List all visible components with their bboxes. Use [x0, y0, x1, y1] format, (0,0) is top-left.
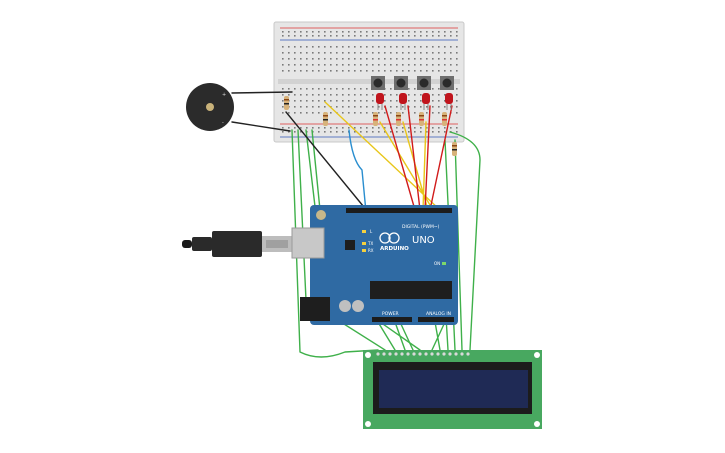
wire-yellow-4: [422, 121, 427, 211]
digital-header-label: DIGITAL (PWM~): [402, 224, 440, 230]
arduino-uno: ARDUINO UNO DIGITAL (PWM~) POWER ANALOG …: [291, 205, 458, 325]
wire-yellow-1: [324, 101, 441, 211]
wire-black-1: [231, 91, 293, 94]
pushbutton-4: [440, 76, 454, 90]
wire-green-9: [399, 321, 414, 351]
pushbutton-3: [417, 76, 431, 90]
pushbuttons: [371, 76, 454, 90]
wire-red-3: [424, 105, 431, 211]
led-l-label: L: [370, 229, 373, 234]
wire-green-12: [434, 321, 441, 351]
resistors: [284, 96, 457, 156]
led-2: [399, 93, 407, 110]
pushbutton-1: [371, 76, 385, 90]
resistor-2: [323, 112, 328, 126]
arduino-brand-label: ARDUINO: [380, 246, 409, 252]
wire-red-4: [429, 105, 453, 211]
wire-green-6: [454, 139, 463, 351]
resistor-4: [396, 112, 401, 126]
resistor-5: [419, 112, 424, 126]
usb-cable: [182, 231, 292, 257]
wire-black-2: [231, 121, 291, 132]
led-1: [376, 93, 384, 110]
wire-green-13: [431, 321, 446, 351]
wire-blue: [348, 129, 367, 213]
resistor-6: [442, 112, 447, 126]
led-tx-label: TX: [367, 241, 373, 246]
resistor-3: [373, 112, 378, 126]
wire-red-1: [384, 105, 416, 211]
resistor-1: [284, 96, 289, 110]
led-4: [445, 93, 453, 110]
wire-green-5: [449, 131, 481, 351]
power-header-label: POWER: [382, 311, 399, 317]
wire-black-3: [285, 111, 369, 213]
led-rx-label: RX: [368, 248, 374, 253]
wire-green-11: [379, 321, 421, 351]
led-3: [422, 93, 430, 110]
svg-text:-: -: [222, 120, 224, 126]
analog-header-label: ANALOG IN: [426, 311, 451, 317]
on-label: ON: [434, 261, 440, 266]
wire-red-2: [407, 105, 421, 211]
piezo-buzzer: + -: [186, 83, 234, 131]
resistor-7: [452, 142, 457, 156]
wire-green-1: [291, 129, 379, 358]
arduino-model-label: UNO: [412, 235, 435, 246]
lcd-16x2: [363, 350, 542, 429]
leds: [376, 93, 453, 110]
breadboard: [273, 21, 465, 143]
svg-text:+: +: [222, 92, 226, 98]
pushbutton-2: [394, 76, 408, 90]
